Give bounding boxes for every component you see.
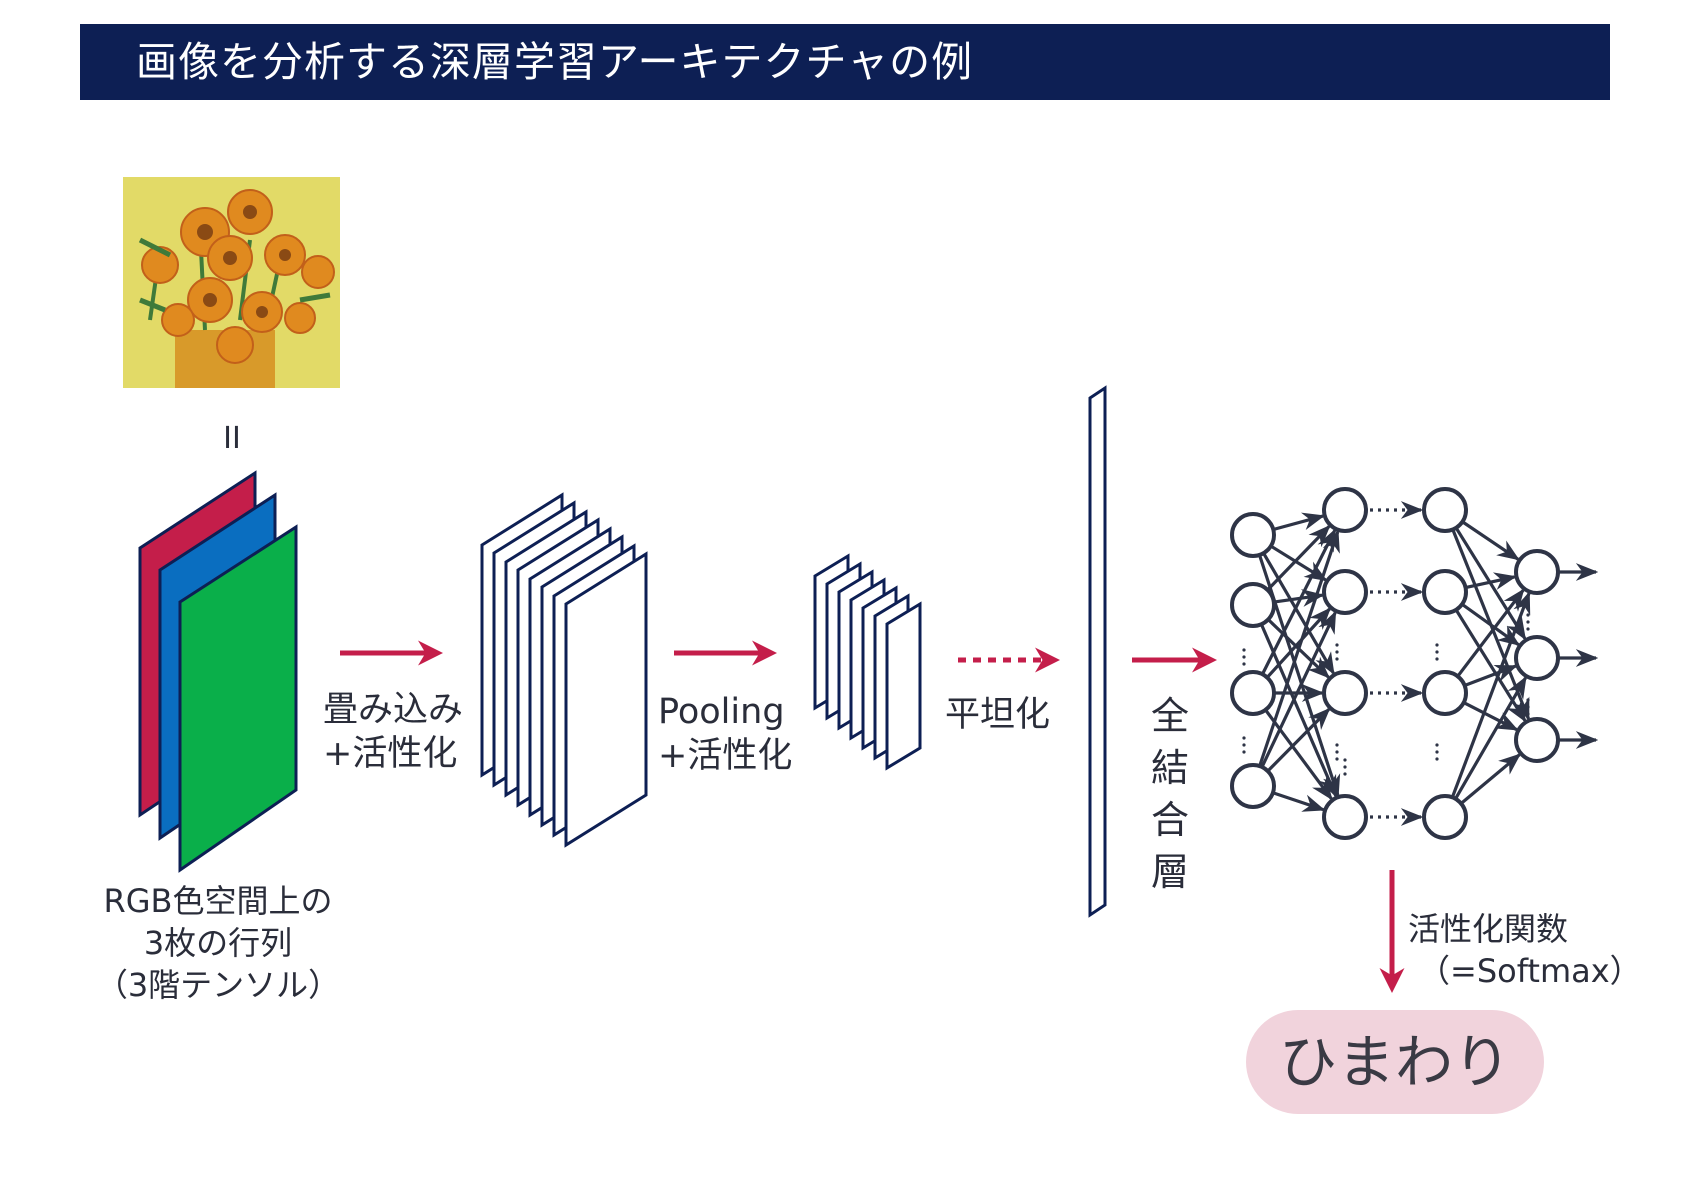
- connection-layer3-output: [1454, 675, 1527, 800]
- neuron-node: [1322, 670, 1368, 716]
- neuron-node: [1322, 487, 1368, 533]
- flatten-label: 平坦化: [945, 695, 1051, 735]
- connection-layer3-output: [1454, 608, 1527, 723]
- neuron-node: [1514, 717, 1560, 763]
- ellipsis-dot: [1435, 643, 1439, 647]
- fc-char-2: 結: [1150, 746, 1189, 790]
- ellipsis-dot: [1526, 627, 1530, 631]
- neuron-node: [1230, 512, 1276, 558]
- conv-label-line1: 畳み込み: [323, 690, 464, 730]
- connection-layer1-layer2: [1258, 529, 1340, 767]
- pool-label: Pooling +活性化: [658, 690, 792, 778]
- ellipsis-dot: [1435, 650, 1439, 654]
- connection-layer3-output: [1461, 602, 1521, 646]
- connection-layer1-layer2: [1261, 528, 1337, 675]
- connection-layer1-layer2: [1260, 610, 1337, 768]
- neuron-node: [1514, 635, 1560, 681]
- pool-label-line2: +活性化: [658, 736, 793, 776]
- neuron-node: [1422, 569, 1468, 615]
- neuron-node: [1230, 670, 1276, 716]
- ellipsis-dot: [1242, 648, 1246, 652]
- sunflower-painting-icon: [123, 177, 340, 388]
- ellipsis-dot: [1343, 758, 1347, 762]
- ellipsis-dot: [1242, 662, 1246, 666]
- ellipsis-dot: [1242, 750, 1246, 754]
- ellipsis-dot: [1335, 650, 1339, 654]
- connection-layer1-layer2: [1262, 552, 1335, 676]
- input-label-line3: （3階テンソル）: [95, 966, 341, 1004]
- ellipsis-dot: [1526, 705, 1530, 709]
- neuron-node: [1422, 487, 1468, 533]
- ellipsis-dot: [1242, 743, 1246, 747]
- connection-layer3-output: [1464, 664, 1518, 688]
- input-label: RGB色空間上の 3枚の行列 （3階テンソル）: [88, 880, 348, 1006]
- pooling-feature-maps: [813, 553, 922, 771]
- neuron-node: [1422, 794, 1468, 840]
- connection-layer3-output: [1461, 520, 1520, 561]
- ellipsis-dot: [1435, 757, 1439, 761]
- ellipsis-dot: [1526, 698, 1530, 702]
- flattened-vector: [1088, 385, 1107, 918]
- fc-char-1: 全: [1150, 694, 1189, 738]
- activation-label-line2: （=Softmax）: [1418, 952, 1642, 990]
- ellipsis-dot: [1335, 643, 1339, 647]
- connection-layer3-output: [1460, 753, 1522, 805]
- connection-layer1-layer2: [1272, 512, 1325, 532]
- ellipsis-dot: [1435, 743, 1439, 747]
- ellipsis-dot: [1343, 772, 1347, 776]
- rgb-channel-stack: [138, 470, 298, 873]
- conv-label: 畳み込み +活性化: [323, 688, 463, 776]
- conv-label-line2: +活性化: [323, 734, 458, 774]
- neuron-node: [1230, 582, 1276, 628]
- network-connections: [1257, 501, 1599, 826]
- connection-layer1-layer2: [1272, 791, 1326, 812]
- input-label-line1: RGB色空間上の: [103, 882, 333, 920]
- title-bar: 画像を分析する深層学習アーキテクチャの例: [80, 24, 1610, 100]
- ellipsis-dot: [1343, 765, 1347, 769]
- neuron-node: [1422, 670, 1468, 716]
- page-title: 画像を分析する深層学習アーキテクチャの例: [136, 38, 974, 86]
- result-badge: ひまわり: [1246, 1010, 1544, 1114]
- fc-char-4: 層: [1150, 850, 1189, 894]
- connection-layer3-output: [1465, 572, 1517, 590]
- neuron-node: [1322, 569, 1368, 615]
- input-label-line2: 3枚の行列: [143, 924, 293, 962]
- result-text: ひまわり: [1278, 1028, 1511, 1096]
- activation-label-line1: 活性化関数: [1408, 910, 1569, 948]
- ellipsis-dot: [1435, 750, 1439, 754]
- fc-char-3: 合: [1150, 798, 1189, 842]
- green-channel: [178, 524, 298, 873]
- pool-label-line1: Pooling: [658, 692, 785, 732]
- ellipsis-dot: [1335, 757, 1339, 761]
- ellipsis-dot: [1335, 743, 1339, 747]
- activation-label: 活性化関数 （=Softmax）: [1408, 908, 1642, 992]
- connection-layer3-output: [1456, 588, 1525, 678]
- fully-connected-label: 全 結 合 層: [1148, 690, 1192, 898]
- ellipsis-dot: [1526, 620, 1530, 624]
- neuron-node: [1230, 763, 1276, 809]
- connection-layer1-layer2: [1270, 544, 1328, 582]
- conv-feature-maps: [480, 492, 648, 848]
- ellipsis-dot: [1335, 750, 1339, 754]
- network-nodes: [1230, 487, 1560, 840]
- ellipsis-dot: [1435, 657, 1439, 661]
- ellipsis-dot: [1242, 655, 1246, 659]
- connection-layer1-layer2: [1264, 708, 1333, 801]
- neuron-node: [1322, 794, 1368, 840]
- network-ellipsis: [1242, 613, 1530, 776]
- neuron-node: [1514, 549, 1560, 595]
- equals-mark: II: [223, 421, 241, 456]
- connection-layer3-output: [1462, 701, 1519, 731]
- ellipsis-dot: [1526, 613, 1530, 617]
- ellipsis-dot: [1526, 712, 1530, 716]
- connection-layer3-output: [1450, 591, 1531, 798]
- connection-layer1-layer2: [1266, 707, 1331, 773]
- ellipsis-dot: [1242, 736, 1246, 740]
- ellipsis-dot: [1335, 657, 1339, 661]
- connection-layer1-layer2: [1273, 589, 1325, 607]
